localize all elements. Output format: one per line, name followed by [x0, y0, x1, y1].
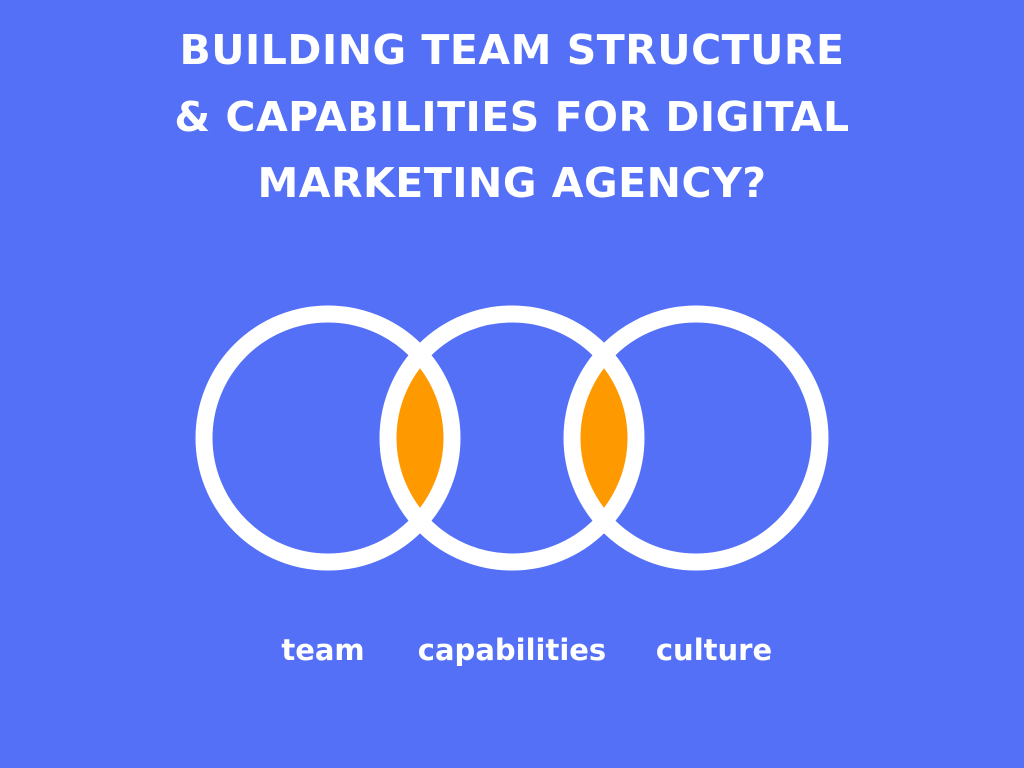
label-team: team: [281, 633, 365, 667]
label-culture: culture: [655, 633, 773, 667]
title-line-2: & CAPABILITIES FOR DIGITAL: [174, 93, 850, 141]
label-capabilities: capabilities: [417, 633, 607, 667]
circle-team: [195, 305, 461, 571]
title-line-3: MARKETING AGENCY?: [257, 159, 767, 207]
title-line-1: BUILDING TEAM STRUCTURE: [179, 26, 845, 74]
circle-capabilities: [379, 305, 645, 571]
circle-culture: [563, 305, 829, 571]
